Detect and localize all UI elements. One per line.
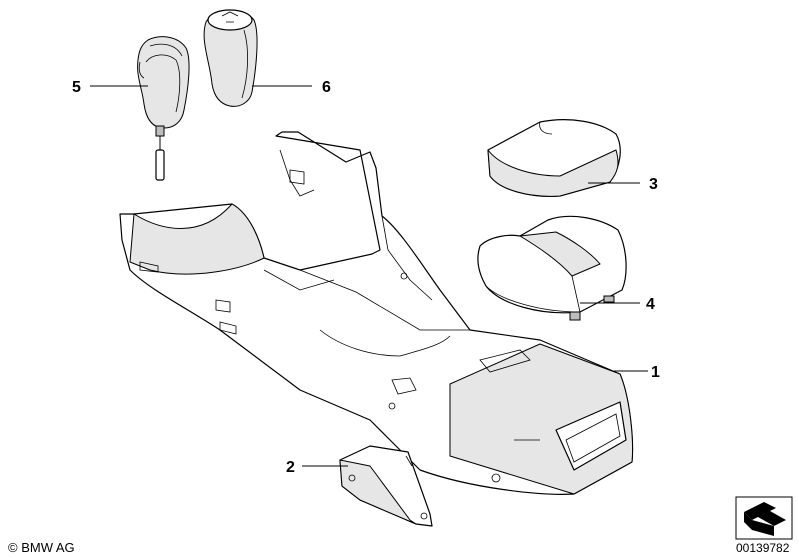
part-1-centre-console[interactable] [119, 131, 634, 495]
callout-1[interactable]: 1 [651, 364, 660, 381]
copyright-text: © BMW AG [8, 540, 75, 555]
part-6-gear-knob[interactable] [203, 9, 258, 107]
part-2-bracket[interactable] [339, 445, 433, 527]
callout-6[interactable]: 6 [322, 79, 331, 96]
callout-2[interactable]: 2 [286, 459, 295, 476]
callout-5[interactable]: 5 [72, 79, 81, 96]
callout-4[interactable]: 4 [646, 296, 655, 313]
orientation-arrow-icon [735, 496, 793, 540]
diagram-number: 00139782 [736, 541, 790, 555]
callout-3[interactable]: 3 [649, 176, 658, 193]
part-4-armrest-base[interactable] [477, 215, 627, 321]
leader-lines [90, 85, 648, 467]
part-3-armrest-cushion[interactable] [487, 119, 621, 197]
part-5-selector-lever[interactable] [137, 36, 190, 181]
